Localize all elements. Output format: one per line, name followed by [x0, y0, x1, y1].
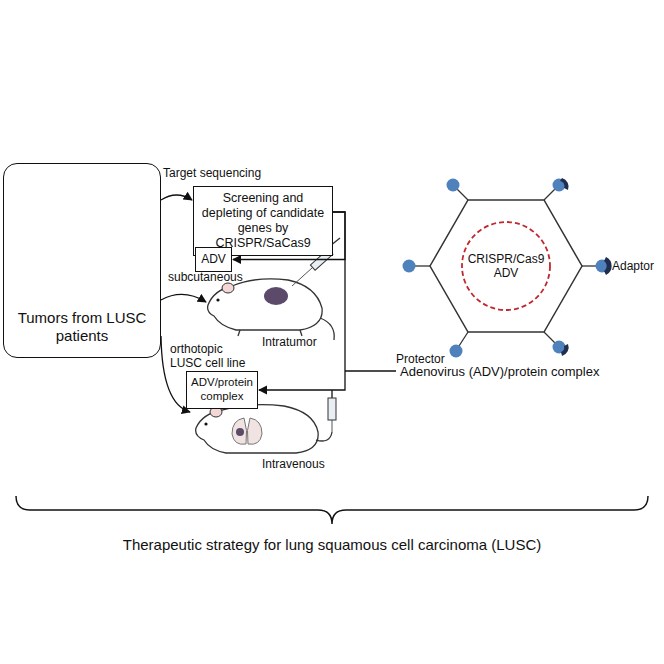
process-box: Screening and depleting of candidate gen… — [193, 186, 333, 256]
node-text: ADV — [201, 252, 226, 266]
flow-arrow — [161, 294, 206, 302]
part-label: Adaptor — [612, 259, 654, 273]
node-text: ADV/protein complex — [191, 376, 253, 404]
flow-arrow — [161, 195, 192, 200]
brace — [16, 496, 648, 524]
route-label: Intratumor — [262, 335, 317, 349]
node-text: CRISPR/Cas9 ADV — [468, 252, 545, 281]
route-label: orthotopic LUSC cell line — [170, 342, 258, 371]
vector-box: ADV — [195, 247, 232, 272]
dashed-ring — [462, 222, 550, 310]
mouse-figure — [196, 405, 332, 453]
source-box: Tumors from LUSC patients — [3, 163, 161, 358]
adv-hexagon: CRISPR/Cas9 ADV — [426, 196, 586, 336]
syringe — [328, 390, 336, 432]
vector-box: ADV/protein complex — [186, 371, 258, 409]
caption: Therapeutic strategy for lung squamous c… — [0, 536, 664, 554]
leader-line — [345, 370, 396, 371]
part-label: Adenovirus (ADV)/protein complex — [400, 364, 599, 380]
protector-ball — [403, 179, 609, 358]
node-text: Tumors from LUSC patients — [12, 309, 152, 345]
hexagon-shape — [430, 200, 582, 332]
adv-surface — [414, 188, 597, 346]
route-label: Intravenous — [262, 457, 325, 471]
route-label: subcutaneous — [168, 270, 243, 284]
node-text: Screening and depleting of candidate gen… — [199, 191, 327, 251]
edge-label: Target sequencing — [163, 166, 261, 180]
mouse-figure — [208, 279, 335, 340]
